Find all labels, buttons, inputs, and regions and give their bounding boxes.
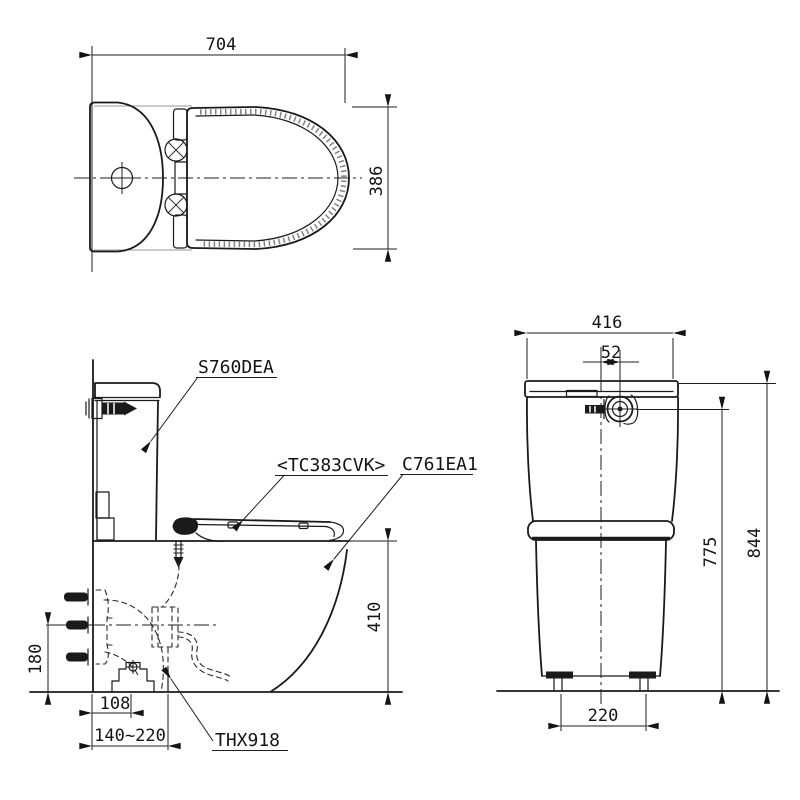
dim-386-text: 386 [367,166,387,197]
rear-tank-right-edge [671,396,679,522]
label-tank-leader [140,376,199,454]
label-tank-text: S760DEA [198,357,274,378]
label-supply-hose: THX918 [161,666,288,751]
supply-hose-hidden [177,636,229,682]
label-supply-hose-text: THX918 [215,730,280,751]
dim-775-group: 775 [636,396,729,704]
dim-410-group: 410 [349,528,397,705]
label-seat-lid: <TC383CVK> [232,455,388,532]
dim-rough-in-text: 140~220 [94,726,166,746]
dim-52-group: 52 [583,343,639,399]
seat-fixing-bolt [173,540,184,568]
tank-lid-side [94,382,161,398]
dim-180-group: 180 [26,612,90,705]
side-seat [172,517,345,568]
rear-tank-left-edge [526,396,534,522]
lid-notch [565,389,598,398]
supply-hose-hidden [177,631,232,678]
supply-valve-rear [585,391,639,427]
dim-416-group: 416 [514,313,686,379]
dim-386-group: 386 [352,94,397,262]
dim-180-text: 180 [26,644,46,675]
seat-lid-texture [199,108,347,248]
tank-inlet-box [95,491,110,519]
label-seat-lid-text: <TC383CVK> [277,455,386,476]
dim-220-text: 220 [588,706,619,726]
seat-lid-top-outline [186,106,350,250]
hinge-screw-icon [164,193,188,217]
rear-view: 416 52 [496,313,780,731]
dim-52-text: 52 [601,343,621,363]
hinge-screw-icon [164,138,188,162]
tank-top-outline [89,101,164,253]
tank-front-edge [155,400,159,541]
dim-844-group: 844 [679,370,776,704]
dim-rough-in-group: 140~220 [79,694,181,750]
mounting-bolt-icon [546,671,573,692]
dim-108-group: 108 [79,694,144,750]
hinge-tab-bottom [172,214,188,249]
trap-hidden-curve [103,599,164,692]
label-bowl-text: C761EA1 [402,454,478,475]
mounting-bolt-icon [629,671,656,692]
dim-416-text: 416 [592,313,623,333]
dim-108-text: 108 [100,694,131,714]
tank-base-step [96,517,115,541]
bowl-front-curve [270,549,348,693]
side-view: S760DEA <TC383CVK> C761EA1 THX918 410 [26,357,478,751]
flange-bolt-icon [126,660,140,674]
dim-844-text: 844 [745,528,765,559]
wall-bolt-icon [64,588,89,606]
inlet-valve-hidden [151,606,179,648]
rear-seat-band [527,520,675,541]
seat-lid-inner-edge [195,114,339,242]
top-view: 704 386 [74,35,397,272]
dim-704-group: 704 [79,35,358,272]
side-tank [93,382,161,541]
dim-775-text: 775 [701,537,721,568]
label-bowl: C761EA1 [323,454,478,571]
seat-bumper [298,522,309,530]
hidden-plumbing [64,564,232,692]
dim-410-text: 410 [365,602,385,633]
dim-220-group: 220 [548,694,659,731]
label-seat-lid-leader [232,475,285,532]
wall-bolt-icon [66,648,89,666]
label-bowl-leader [323,474,404,571]
supply-valve-side [85,397,137,420]
lid-button [106,162,138,194]
wall-flange-hidden [95,589,109,665]
hinge-tab-top [172,108,188,141]
label-tank: S760DEA [140,357,277,454]
seat-hinge-side [172,517,199,535]
dim-704-text: 704 [206,35,237,55]
label-supply-hose-leader [161,666,214,742]
